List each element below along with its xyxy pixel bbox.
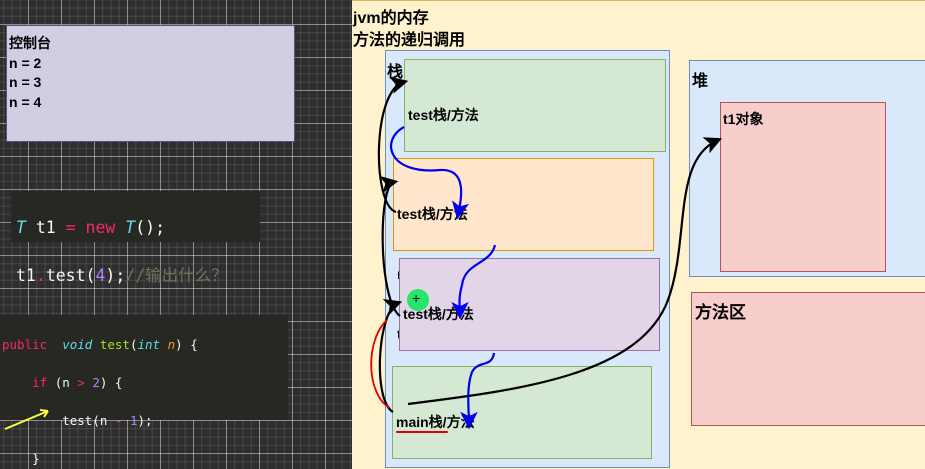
stack-label: 栈: [387, 64, 404, 81]
main-code-snippet: T t1 = new T(); t1.test(4);//输出什么？: [11, 191, 260, 285]
code-line: t1.test(4);//输出什么？: [16, 266, 228, 285]
console-panel: 控制台 n = 2 n = 3 n = 4: [6, 25, 295, 142]
console-title: 控制台: [9, 35, 51, 51]
t1-object-box: t1对象: [720, 102, 886, 272]
console-line: n = 3: [9, 74, 42, 90]
code-line: T t1 = new T();: [16, 218, 166, 237]
method-area: 方法区: [691, 292, 925, 426]
stack-frame-test-n2: test栈/方法 n = 2 out("n=" + n);: [404, 59, 666, 243]
stack-frame-test-n4: test栈/方法 n = 4 test(4-1) out("n="+n): [399, 258, 660, 442]
code-line: if (n > 2) {: [32, 375, 123, 390]
console-line: n = 2: [9, 54, 42, 71]
console-line: n = 4: [9, 93, 42, 110]
cursor-highlight-icon: [407, 289, 429, 311]
diagram-title: jvm的内存 方法的递归调用: [353, 10, 466, 49]
code-line: public void test(int n) {: [2, 337, 198, 352]
code-line: }: [2, 451, 40, 466]
code-line: test(n - 1);: [62, 413, 153, 428]
stack-frame-main: main栈/方法 T t1 = new T() t1.test(4): [392, 366, 652, 459]
stack-frame-test-n3: test栈/方法 n = 3 test(3-1) out("n="+n): [393, 158, 654, 402]
heap-label: 堆: [692, 73, 709, 90]
test-method-code-snippet: public void test(int n) { if (n > 2) { t…: [0, 315, 288, 466]
red-underline-annotation: [396, 431, 448, 433]
